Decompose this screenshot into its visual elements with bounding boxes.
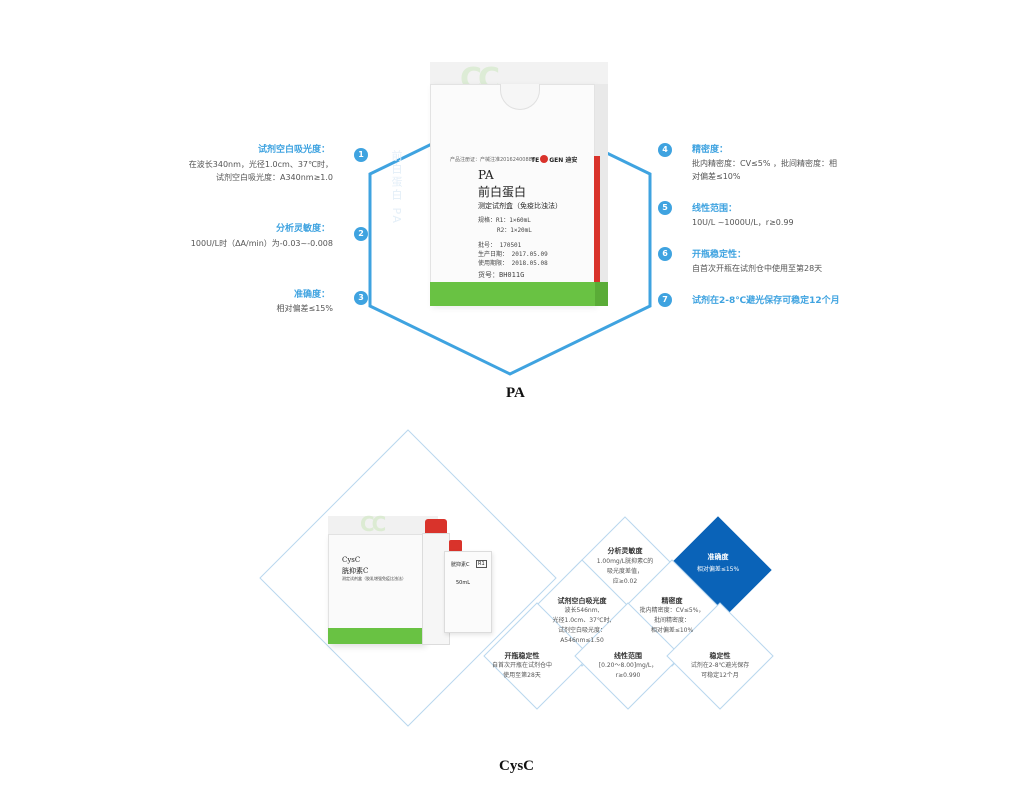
spec-badge-6: 6 (658, 247, 672, 261)
cell-title-linearity: 线性范围 (614, 652, 642, 660)
cell-body-accuracy: 相对偏差≤15% (696, 566, 740, 573)
cell-body-stability: 试剂在2-8℃避光保存 可稳定12个月 (690, 662, 750, 679)
cysc-cc-watermark: CC (360, 512, 386, 536)
spec-body-open-stability: 自首次开瓶在试剂仓中使用至第28天 (692, 264, 823, 273)
cell-title-blank-absorbance: 试剂空白吸光度 (557, 597, 607, 605)
lot-number: 批号： 170501 (478, 242, 522, 249)
spec-title-open-stability: 开瓶稳定性： (692, 250, 747, 260)
spec-title-blank-absorbance: 试剂空白吸光度： (257, 145, 330, 155)
spec-body-precision: 批内精密度：CV≤5% ，批间精密度：相 对偏差≤10% (692, 159, 837, 181)
mfg-date: 生产日期： 2017.05.09 (478, 251, 548, 258)
spec-badge-7: 7 (658, 293, 672, 307)
product-code: PA (478, 168, 494, 182)
diamond-grid (259, 429, 774, 727)
box-top (430, 62, 608, 84)
box-green-side (595, 282, 608, 306)
cysc-box-code: CysC (342, 556, 361, 564)
spec-body-accuracy: 相对偏差≤15% (276, 304, 333, 313)
spec-title-accuracy: 准确度： (293, 290, 330, 300)
cysc-box-method: 测定试剂盒（胶乳增强免疫比浊法） (342, 576, 406, 581)
catalog-number: 货号：BH011G (478, 271, 525, 279)
spec-body-linearity: 10U/L ~1000U/L，r≥0.99 (692, 218, 794, 227)
spec-title-linearity: 线性范围： (692, 204, 738, 214)
box-green-band (430, 282, 595, 306)
bottle2-name: 胱抑素C (451, 562, 470, 568)
spec-body-blank-absorbance: 在波长340nm，光径1.0cm、37℃时， 试剂空白吸光度：A340nm≥1.… (188, 160, 333, 182)
bottle2-body (444, 551, 492, 633)
bottle1-cap (425, 519, 447, 535)
cysc-box-name: 胱抑素C (342, 567, 369, 575)
cysc-box-green-band (328, 628, 424, 644)
cell-title-precision: 精密度 (661, 597, 683, 605)
spec-badge-4: 4 (658, 143, 672, 157)
cell-title-open-stability: 开瓶稳定性 (504, 652, 540, 660)
box-red-strip (594, 156, 600, 282)
spec-r2: R2：1×20mL (497, 227, 532, 234)
product-method: 测定试剂盒（免疫比浊法） (478, 202, 562, 210)
exp-date: 使用期限： 2018.05.08 (478, 260, 548, 267)
spec-r1: 规格：R1：1×60mL (478, 217, 531, 224)
spec-badge-2: 2 (354, 227, 368, 241)
spec-badge-5: 5 (658, 201, 672, 215)
brand-dot-icon (540, 155, 549, 163)
spec-badge-1: 1 (354, 148, 368, 162)
spec-body-sensitivity: 100U/L时（ΔA/min）为-0.03~-0.008 (190, 239, 333, 248)
cysc-caption: CysC (499, 758, 535, 774)
spec-title-storage: 试剂在2-8℃避光保存可稳定12个月 (692, 296, 840, 306)
cysc-box-front (328, 534, 424, 644)
bottle2-tag: R1 (476, 560, 487, 568)
cell-body-open-stability: 自首次开瓶在试剂仓中 使用至第28天 (491, 662, 552, 679)
cell-body-sensitivity: 1.00mg/L胱抑素C的 吸光度差值， 应≥0.02 (596, 558, 654, 585)
cell-body-blank-absorbance: 波长546nm, 光径1.0cm、37℃时, 试剂空白吸光度： A546nm≤1… (552, 607, 612, 644)
pa-caption: PA (506, 385, 525, 401)
cell-body-linearity: [0.20～8.00]mg/L， r≥0.990 (598, 662, 658, 679)
cell-body-precision: 批内精密度：CV≤5%， 批间精密度： 相对偏差≤10% (639, 607, 705, 634)
cell-title-stability: 稳定性 (709, 652, 731, 660)
hexagon-frame (368, 104, 652, 376)
cell-title-accuracy: 准确度 (707, 553, 729, 561)
cysc-box-top (328, 516, 438, 534)
cell-title-sensitivity: 分析灵敏度 (607, 547, 643, 555)
spec-title-sensitivity: 分析灵敏度： (275, 224, 330, 234)
spec-badge-3: 3 (354, 291, 368, 305)
registration-line: 产品注册证：产械注准20162400886 (450, 157, 535, 163)
product-name: 前白蛋白 (478, 185, 527, 199)
spec-title-precision: 精密度： (692, 145, 729, 155)
vertical-product-text: 前白蛋白 PA (390, 150, 403, 225)
bottle2-cap (449, 540, 462, 552)
bottle2-volume: 50mL (456, 580, 471, 586)
